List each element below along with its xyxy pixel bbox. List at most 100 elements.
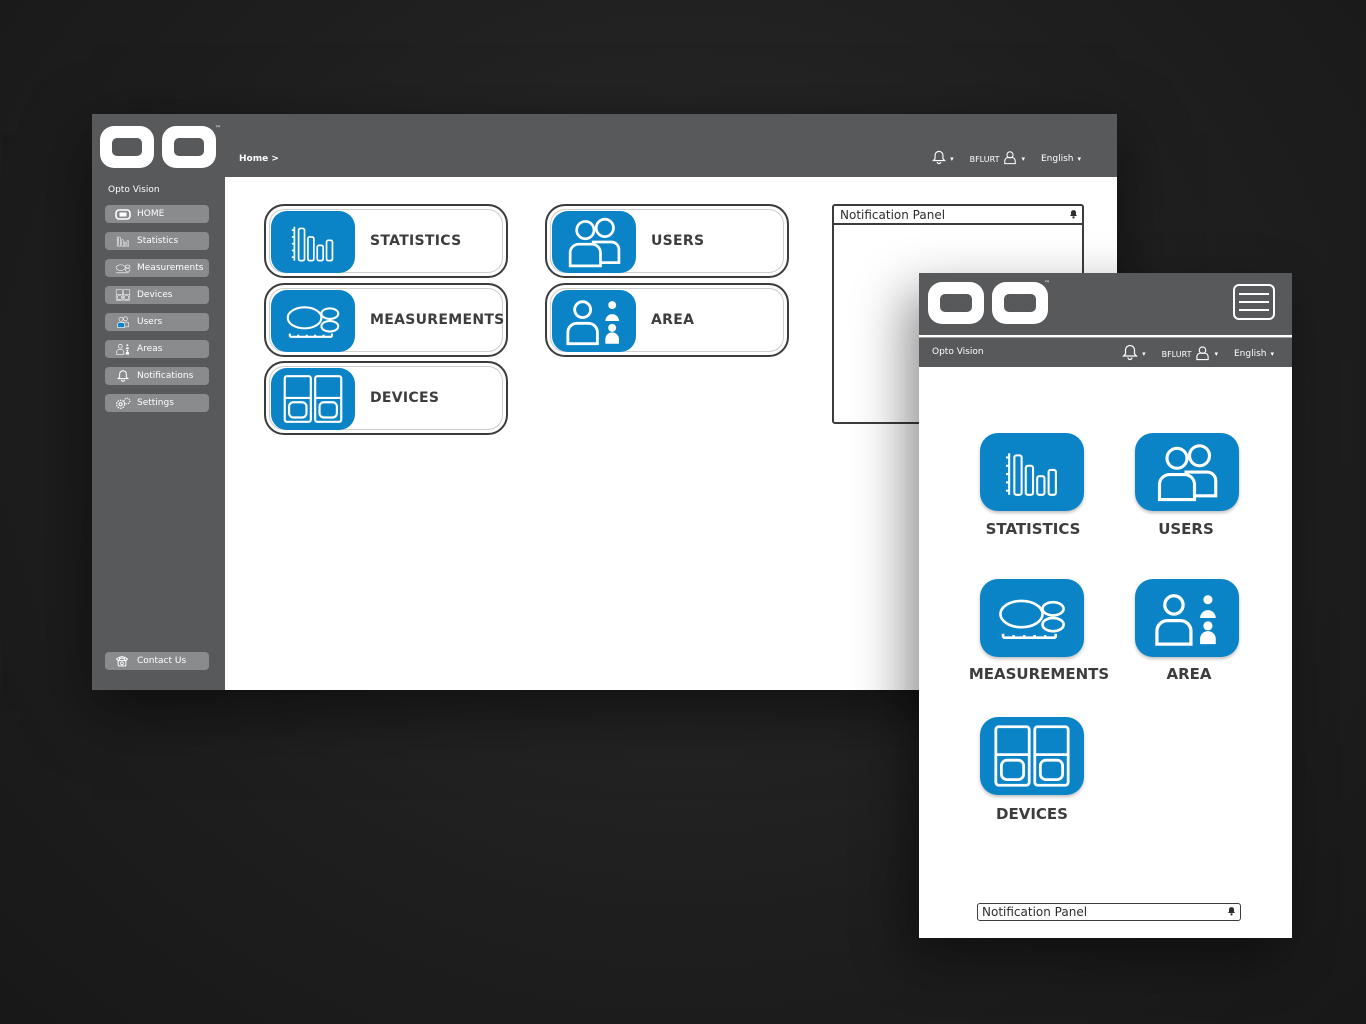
user-dropdown[interactable]: BFLURT ▾ [970,150,1025,168]
chevron-down-icon: ▾ [950,155,954,163]
sidebar-item-label: Devices [137,290,173,300]
chevron-down-icon: ▾ [1142,350,1146,358]
notifications-dropdown[interactable]: ▾ [1122,344,1146,364]
tile-measurements[interactable]: MEASUREMENTS [264,283,508,357]
sidebar-item-areas[interactable]: Areas [105,340,209,358]
mobile-tile-users[interactable] [1135,433,1239,511]
gear-icon [115,397,131,409]
language-label: English [1233,349,1267,359]
users-icon [115,316,131,328]
hamburger-menu-button[interactable] [1233,284,1275,320]
notification-panel-title: Notification Panel [982,905,1088,919]
chevron-down-icon: ▾ [1021,155,1025,163]
logo-o-right-icon [162,126,216,168]
bell-icon[interactable] [1069,208,1078,222]
sidebar: ™ Opto Vision HOME Statistics Measuremen… [92,114,225,690]
notification-panel-title: Notification Panel [840,207,946,222]
language-dropdown[interactable]: English ▾ [1041,154,1081,164]
users-icon [1157,444,1218,502]
chevron-down-icon: ▾ [1077,155,1081,163]
bell-icon [115,370,131,382]
users-icon [552,211,636,273]
logo-o-right-icon [992,282,1048,324]
mobile-tile-label: AREA [1166,665,1212,683]
mobile-tile-label: USERS [1158,520,1214,538]
sidebar-nav: HOME Statistics Measurements Devices [105,205,209,421]
opto-logo[interactable] [100,126,216,168]
sidebar-item-users[interactable]: Users [105,313,209,331]
mobile-tile-area[interactable] [1135,579,1239,657]
tile-label: AREA [651,312,695,328]
tile-area[interactable]: AREA [545,283,789,357]
mobile-tile-label: MEASUREMENTS [968,665,1110,683]
mobile-tile-label: DEVICES [996,805,1068,823]
sidebar-item-notifications[interactable]: Notifications [105,367,209,385]
tile-statistics[interactable]: STATISTICS [264,204,508,278]
tile-devices[interactable]: DEVICES [264,361,508,435]
sidebar-item-home[interactable]: HOME [105,205,209,223]
statistics-icon [1005,452,1057,496]
user-name: BFLURT [969,154,1000,164]
sidebar-item-label: Notifications [137,371,194,381]
devices-icon [115,289,131,301]
sidebar-item-label: Users [137,317,163,327]
contact-us-button[interactable]: Contact Us [105,652,209,670]
bar-chart-icon [115,236,131,247]
user-dropdown[interactable]: BFLURT ▾ [1162,345,1218,364]
menu-line [1239,293,1269,295]
tile-label: DEVICES [370,390,440,406]
trademark: ™ [1044,280,1050,287]
user-icon [1003,150,1017,168]
mobile-tile-measurements[interactable] [980,579,1084,657]
sidebar-item-statistics[interactable]: Statistics [105,232,209,250]
breadcrumb[interactable]: Home > [239,154,279,164]
tile-label: USERS [651,233,705,249]
top-bar-controls: ▾ BFLURT ▾ English ▾ [932,150,1081,168]
home-icon [115,208,131,220]
sidebar-item-label: Measurements [137,263,204,273]
chevron-down-icon: ▾ [1270,350,1274,358]
mobile-tile-devices[interactable] [980,717,1084,795]
phone-icon [115,655,131,667]
sidebar-item-label: Settings [137,398,174,408]
brand-name: Opto Vision [932,347,984,357]
sidebar-item-label: HOME [137,209,165,219]
user-name: BFLURT [1161,349,1192,359]
sidebar-item-measurements[interactable]: Measurements [105,259,209,277]
mobile-subbar: Opto Vision ▾ BFLURT ▾ English ▾ [919,337,1292,367]
opto-logo[interactable] [928,282,1048,324]
statistics-icon [271,211,355,273]
logo-o-left-icon [100,126,154,168]
tile-label: STATISTICS [370,233,462,249]
sidebar-item-settings[interactable]: Settings [105,394,209,412]
notifications-dropdown[interactable]: ▾ [932,150,954,168]
measurements-icon [999,599,1065,640]
measurements-icon [115,263,131,273]
area-icon [115,343,131,355]
language-dropdown[interactable]: English ▾ [1234,349,1274,359]
contact-us-label: Contact Us [137,656,187,666]
devices-icon [271,368,355,430]
mobile-tile-statistics[interactable] [980,433,1084,511]
top-bar: Home > ▾ BFLURT ▾ English ▾ [225,114,1117,177]
chevron-down-icon: ▾ [1214,350,1218,358]
mobile-controls: ▾ BFLURT ▾ English ▾ [1122,344,1274,364]
brand-name: Opto Vision [108,185,160,195]
menu-line [1239,309,1269,311]
area-icon [1155,593,1218,646]
sidebar-item-devices[interactable]: Devices [105,286,209,304]
menu-line [1239,301,1269,303]
notification-panel-header: Notification Panel [834,206,1082,225]
tile-users[interactable]: USERS [545,204,789,278]
trademark: ™ [215,125,221,132]
sidebar-item-label: Statistics [137,236,179,246]
bell-icon [1122,344,1139,364]
devices-icon [994,725,1070,787]
bell-icon [932,150,947,168]
mobile-notification-panel[interactable]: Notification Panel [977,903,1241,921]
measurements-icon [271,290,355,352]
sidebar-item-label: Areas [137,344,163,354]
tile-label: MEASUREMENTS [370,312,505,328]
logo-o-left-icon [928,282,984,324]
mobile-window: ™ Opto Vision ▾ BFLURT ▾ Engl [919,273,1292,938]
